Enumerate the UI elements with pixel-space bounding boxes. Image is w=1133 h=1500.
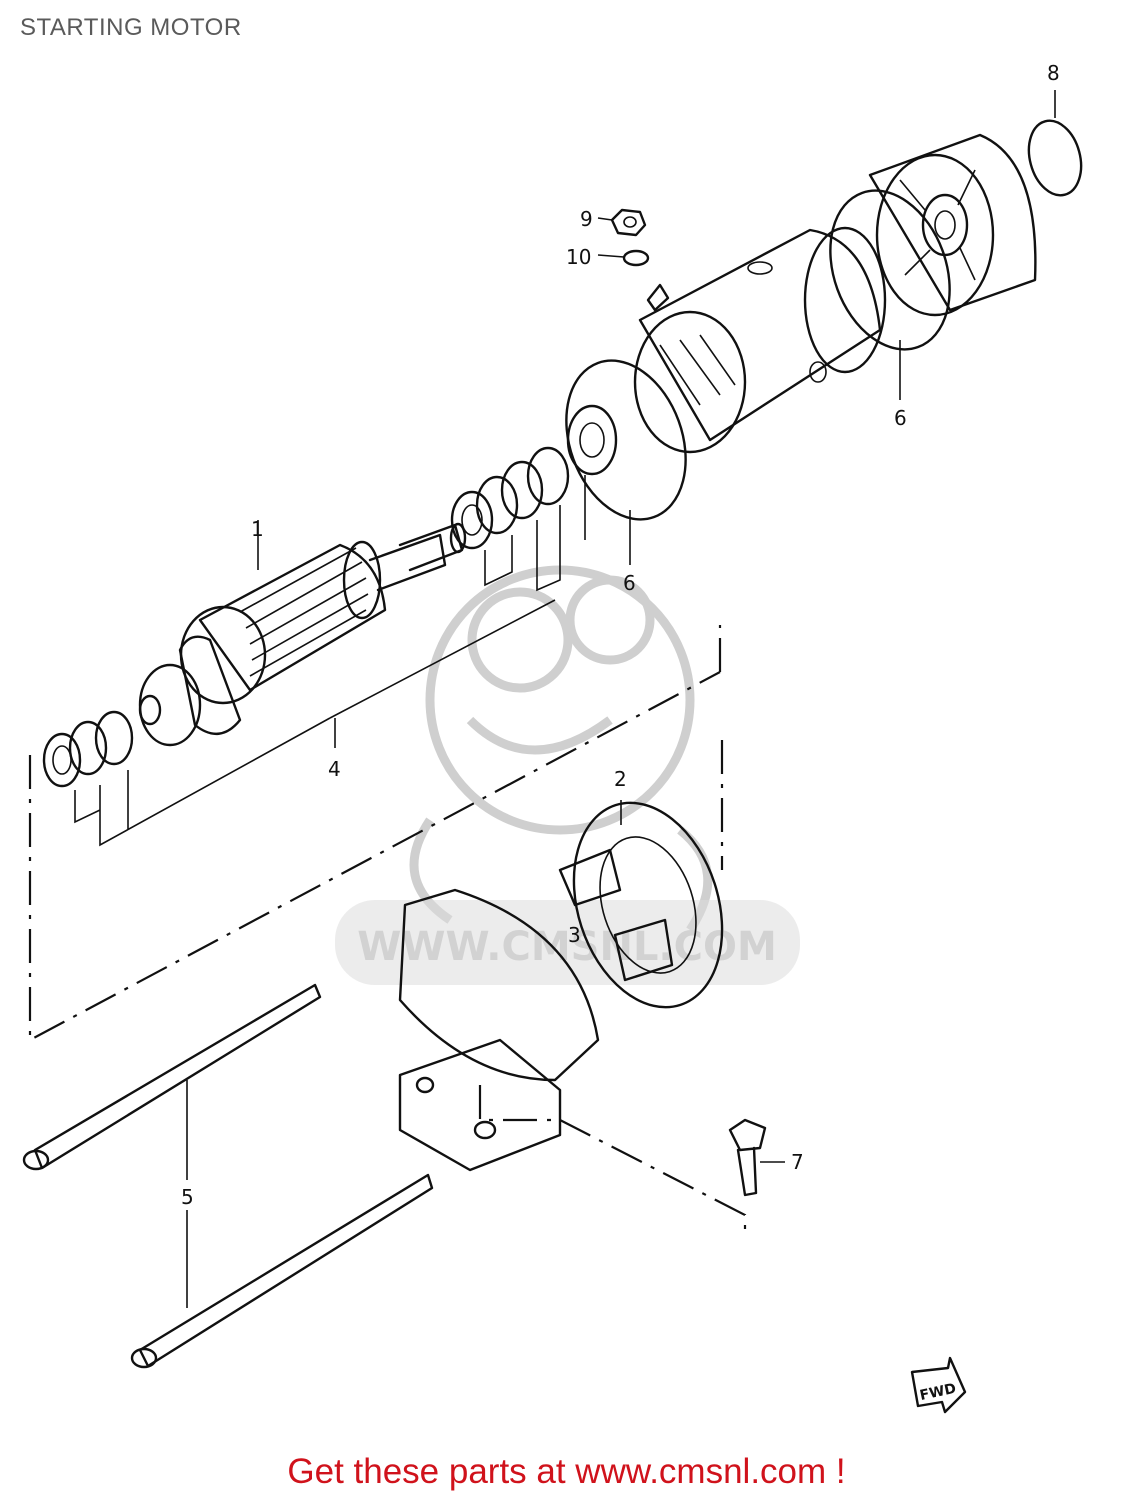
callout-4: 4 [328, 757, 341, 781]
thrust-washers-right [329, 404, 618, 719]
thrust-washers-left [42, 710, 331, 847]
callout-1: 1 [251, 517, 264, 541]
motor-yoke-housing [633, 226, 887, 454]
page-title: STARTING MOTOR [20, 14, 242, 41]
through-bolts-part-5 [22, 983, 434, 1369]
rear-cover [398, 888, 600, 1172]
o-rings-part-6 [565, 189, 951, 521]
fwd-label: FWD [918, 1381, 957, 1404]
callout-6a: 6 [623, 571, 636, 595]
armature-part-1 [138, 522, 467, 747]
callout-10: 10 [566, 245, 591, 269]
nut-and-washer [597, 208, 650, 267]
o-ring-part-8 [1027, 119, 1083, 197]
assembly-guide-lines [28, 625, 747, 1232]
fwd-direction-marker: FWD [910, 1356, 967, 1414]
callout-7: 7 [791, 1150, 804, 1174]
callout-8: 8 [1047, 61, 1060, 85]
footer-parts-link[interactable]: Get these parts at www.cmsnl.com ! [287, 1452, 846, 1491]
callout-2: 2 [614, 767, 627, 791]
callout-3: 3 [568, 923, 581, 947]
bolt-part-7 [728, 1118, 785, 1197]
end-cover-right [868, 133, 1037, 317]
callout-9: 9 [580, 207, 593, 231]
callout-6b: 6 [894, 406, 907, 430]
callout-5: 5 [181, 1185, 194, 1209]
brush-plate-part-2 [558, 800, 724, 1009]
